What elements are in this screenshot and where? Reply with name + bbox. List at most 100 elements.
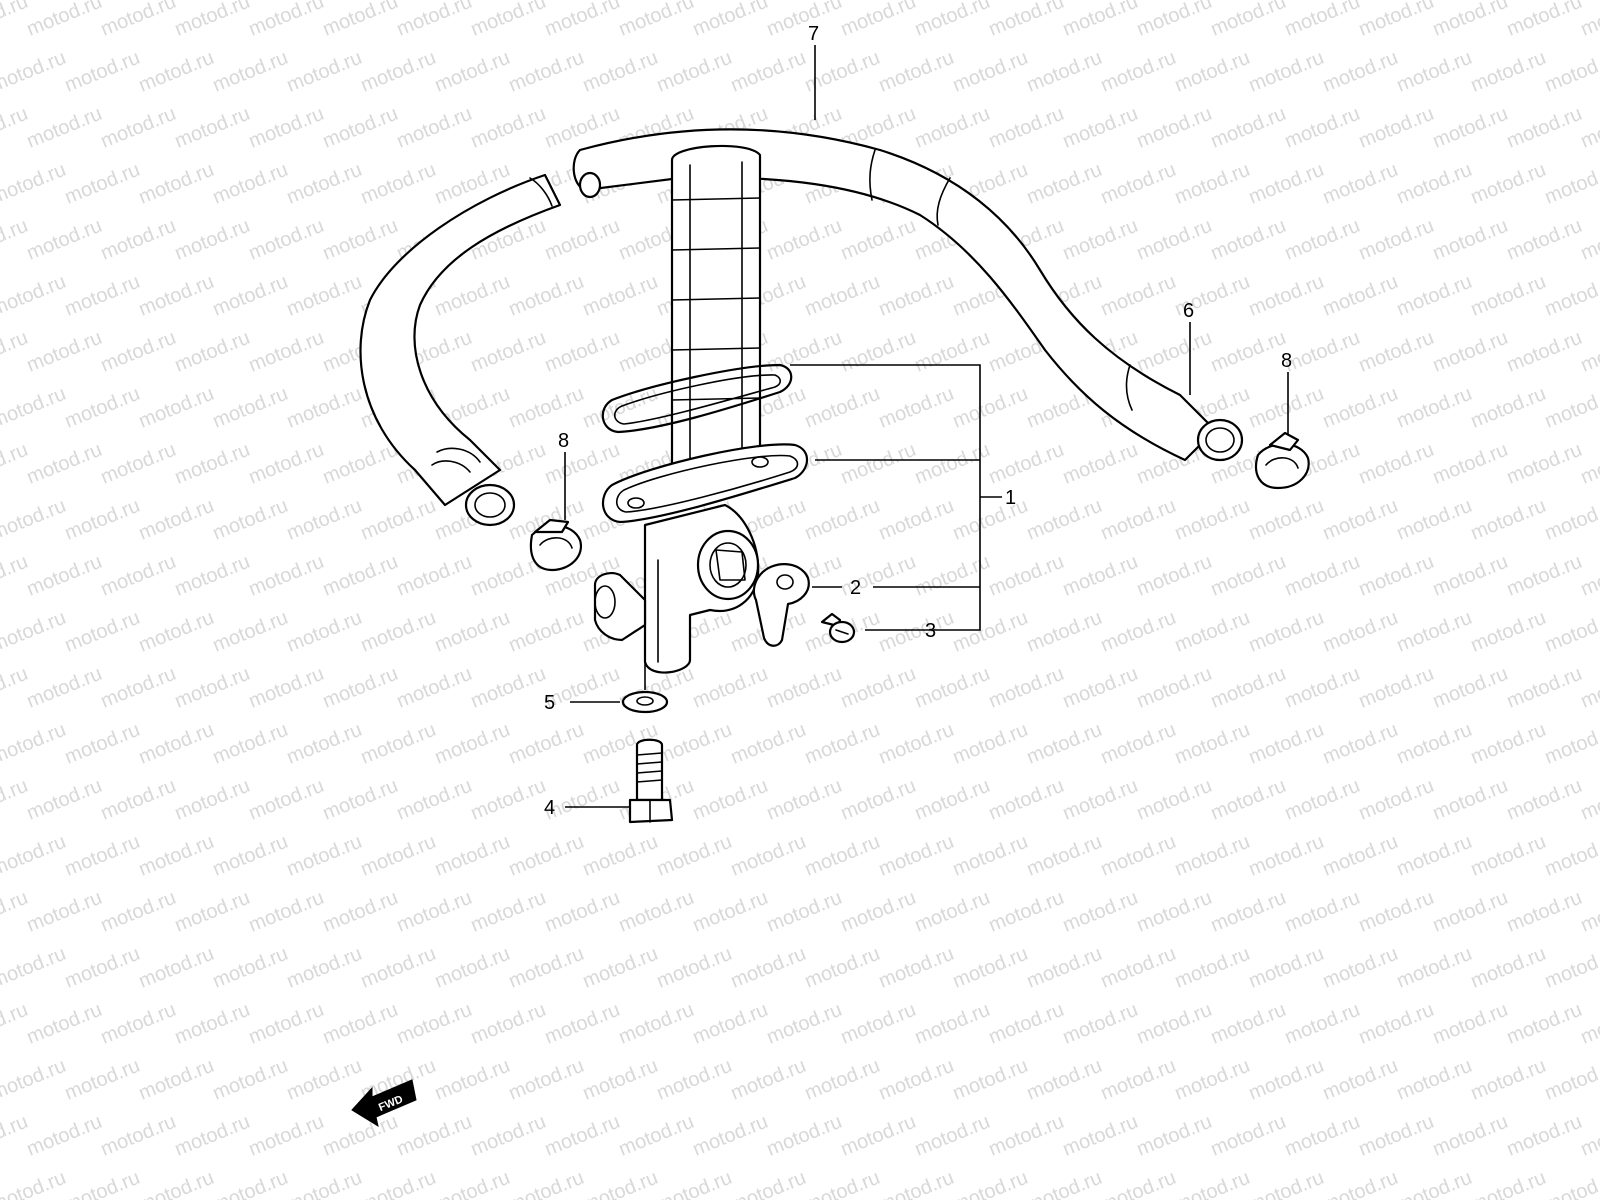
watermark-text: motod.ru <box>210 607 291 657</box>
watermark-text: motod.ru <box>1060 887 1141 937</box>
watermark-text: motod.ru <box>912 999 993 1049</box>
watermark-text: motod.ru <box>1024 159 1105 209</box>
watermark-text: motod.ru <box>728 719 809 769</box>
watermark-text: motod.ru <box>506 1055 587 1105</box>
watermark-text: motod.ru <box>136 1167 217 1200</box>
watermark-text: motod.ru <box>764 887 845 937</box>
watermark-text: motod.ru <box>1430 327 1511 377</box>
watermark-text: motod.ru <box>1060 999 1141 1049</box>
watermark-text: motod.ru <box>616 0 697 41</box>
watermark-text: motod.ru <box>136 271 217 321</box>
watermark-text: motod.ru <box>320 887 401 937</box>
watermark-text: motod.ru <box>1172 1167 1253 1200</box>
watermark-text: motod.ru <box>98 439 179 489</box>
watermark-text: motod.ru <box>62 159 143 209</box>
watermark-text: motod.ru <box>0 719 69 769</box>
watermark-text: motod.ru <box>1578 775 1600 825</box>
watermark-text: motod.ru <box>358 831 439 881</box>
watermark-text: motod.ru <box>1282 887 1363 937</box>
watermark-text: motod.ru <box>0 663 31 713</box>
watermark-text: motod.ru <box>1504 0 1585 41</box>
watermark-text: motod.ru <box>950 383 1031 433</box>
watermark-text: motod.ru <box>320 663 401 713</box>
watermark-text: motod.ru <box>764 999 845 1049</box>
watermark-text: motod.ru <box>580 1167 661 1200</box>
watermark-text: motod.ru <box>690 775 771 825</box>
watermark-text: motod.ru <box>950 831 1031 881</box>
watermark-text: motod.ru <box>210 831 291 881</box>
watermark-text: motod.ru <box>1098 159 1179 209</box>
watermark-text: motod.ru <box>1356 1111 1437 1161</box>
watermark-text: motod.ru <box>210 159 291 209</box>
watermark-text: motod.ru <box>1098 607 1179 657</box>
watermark-text: motod.ru <box>838 0 919 41</box>
watermark-text: motod.ru <box>320 0 401 41</box>
watermark-text: motod.ru <box>1172 47 1253 97</box>
watermark-text: motod.ru <box>320 103 401 153</box>
watermark-text: motod.ru <box>1468 943 1549 993</box>
watermark-text: motod.ru <box>1504 1111 1585 1161</box>
watermark-text: motod.ru <box>0 327 31 377</box>
watermark-text: motod.ru <box>1134 887 1215 937</box>
watermark-text: motod.ru <box>1320 1167 1401 1200</box>
watermark-text: motod.ru <box>838 439 919 489</box>
callout-1: 1 <box>1005 487 1016 509</box>
watermark-text: motod.ru <box>284 719 365 769</box>
watermark-text: motod.ru <box>136 943 217 993</box>
watermark-text: motod.ru <box>394 999 475 1049</box>
watermark-text: motod.ru <box>1134 999 1215 1049</box>
watermark-text: motod.ru <box>1098 831 1179 881</box>
watermark-text: motod.ru <box>358 607 439 657</box>
watermark-text: motod.ru <box>24 999 105 1049</box>
watermark-text: motod.ru <box>1282 1111 1363 1161</box>
watermark-text: motod.ru <box>728 831 809 881</box>
watermark-text: motod.ru <box>1356 999 1437 1049</box>
watermark-text: motod.ru <box>98 1111 179 1161</box>
watermark-text: motod.ru <box>1578 103 1600 153</box>
watermark-text: motod.ru <box>986 775 1067 825</box>
watermark-text: motod.ru <box>1134 327 1215 377</box>
watermark-text: motod.ru <box>0 1111 31 1161</box>
watermark-text: motod.ru <box>1468 1167 1549 1200</box>
watermark-text: motod.ru <box>1468 831 1549 881</box>
watermark-text: motod.ru <box>1172 831 1253 881</box>
watermark-text: motod.ru <box>1282 999 1363 1049</box>
watermark-text: motod.ru <box>172 1111 253 1161</box>
watermark-text: motod.ru <box>1282 551 1363 601</box>
watermark-text: motod.ru <box>764 775 845 825</box>
watermark-text: motod.ru <box>0 607 69 657</box>
watermark-text: motod.ru <box>1172 159 1253 209</box>
watermark-text: motod.ru <box>62 607 143 657</box>
watermark-text: motod.ru <box>1134 215 1215 265</box>
watermark-text: motod.ru <box>1134 663 1215 713</box>
watermark-text: motod.ru <box>284 47 365 97</box>
watermark-text: motod.ru <box>246 1111 327 1161</box>
watermark-text: motod.ru <box>468 887 549 937</box>
watermark-text: motod.ru <box>1394 607 1475 657</box>
watermark-text: motod.ru <box>986 0 1067 41</box>
watermark-text: motod.ru <box>1430 887 1511 937</box>
watermark-text: motod.ru <box>1246 719 1327 769</box>
watermark-text: motod.ru <box>62 1055 143 1105</box>
watermark-text: motod.ru <box>394 551 475 601</box>
watermark-text: motod.ru <box>542 1111 623 1161</box>
watermark-text: motod.ru <box>1024 495 1105 545</box>
watermark-text: motod.ru <box>1468 383 1549 433</box>
watermark-text: motod.ru <box>172 0 253 41</box>
watermark-text: motod.ru <box>1024 943 1105 993</box>
hose-clamp-8-left <box>529 518 583 572</box>
watermark-text: motod.ru <box>1208 663 1289 713</box>
watermark-text: motod.ru <box>1578 887 1600 937</box>
watermark-text: motod.ru <box>728 1167 809 1200</box>
watermark-text: motod.ru <box>654 943 735 993</box>
watermark-text: motod.ru <box>358 495 439 545</box>
watermark-text: motod.ru <box>1468 271 1549 321</box>
watermark-text: motod.ru <box>876 1055 957 1105</box>
watermark-text: motod.ru <box>358 719 439 769</box>
watermark-text: motod.ru <box>358 47 439 97</box>
watermark-text: motod.ru <box>1320 47 1401 97</box>
watermark-text: motod.ru <box>1246 495 1327 545</box>
watermark-text: motod.ru <box>802 1055 883 1105</box>
watermark-text: motod.ru <box>1578 439 1600 489</box>
